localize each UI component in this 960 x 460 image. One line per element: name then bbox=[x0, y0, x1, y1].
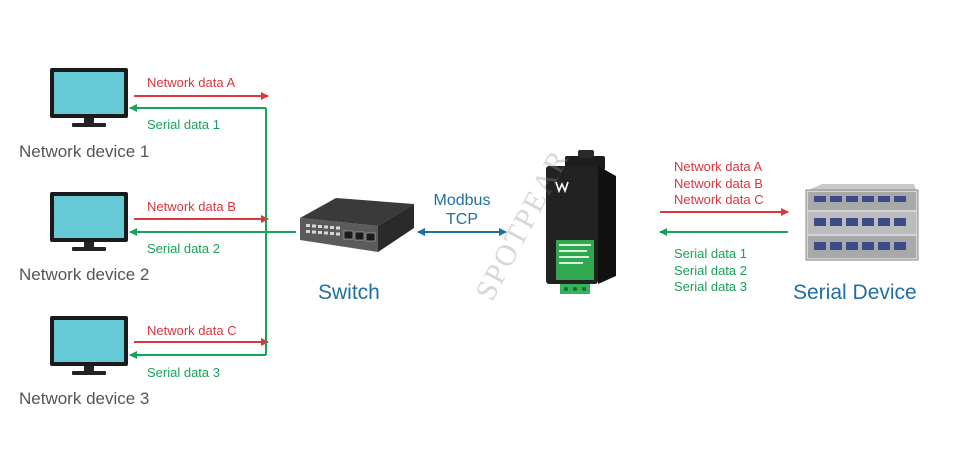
serial-device-label: Serial Device bbox=[793, 281, 917, 304]
server-rack-icon bbox=[805, 184, 919, 261]
protocol-line-1: Modbus bbox=[433, 192, 491, 209]
serial-data-list: Serial data 1 Serial data 2 Serial data … bbox=[674, 246, 747, 296]
network-data-label-1: Network data A bbox=[147, 75, 236, 90]
network-device-1-label: Network device 1 bbox=[19, 142, 150, 161]
protocol-label: Modbus TCP bbox=[428, 191, 496, 229]
serial-data-list-item: Serial data 1 bbox=[674, 246, 747, 261]
network-device-3-label: Network device 3 bbox=[19, 389, 150, 408]
network-data-list-item: Network data C bbox=[674, 192, 764, 207]
network-device-2-label: Network device 2 bbox=[19, 265, 150, 284]
monitor-icon-1 bbox=[50, 68, 128, 127]
gateway-device-icon bbox=[546, 150, 616, 294]
switch-label: Switch bbox=[318, 281, 380, 304]
switch-icon bbox=[300, 198, 414, 252]
serial-data-list-item: Serial data 3 bbox=[674, 279, 747, 294]
network-data-label-3: Network data C bbox=[147, 323, 237, 338]
serial-data-label-2: Serial data 2 bbox=[147, 241, 220, 256]
network-data-list-item: Network data A bbox=[674, 159, 763, 174]
protocol-line-2: TCP bbox=[446, 211, 478, 229]
serial-data-label-3: Serial data 3 bbox=[147, 365, 220, 380]
monitor-icon-2 bbox=[50, 192, 128, 251]
serial-data-list-item: Serial data 2 bbox=[674, 262, 747, 278]
network-data-list: Network data A Network data B Network da… bbox=[674, 159, 764, 209]
monitor-icon-3 bbox=[50, 316, 128, 375]
network-data-label-2: Network data B bbox=[147, 199, 236, 214]
serial-data-label-1: Serial data 1 bbox=[147, 117, 220, 132]
network-data-list-item: Network data B bbox=[674, 175, 763, 191]
